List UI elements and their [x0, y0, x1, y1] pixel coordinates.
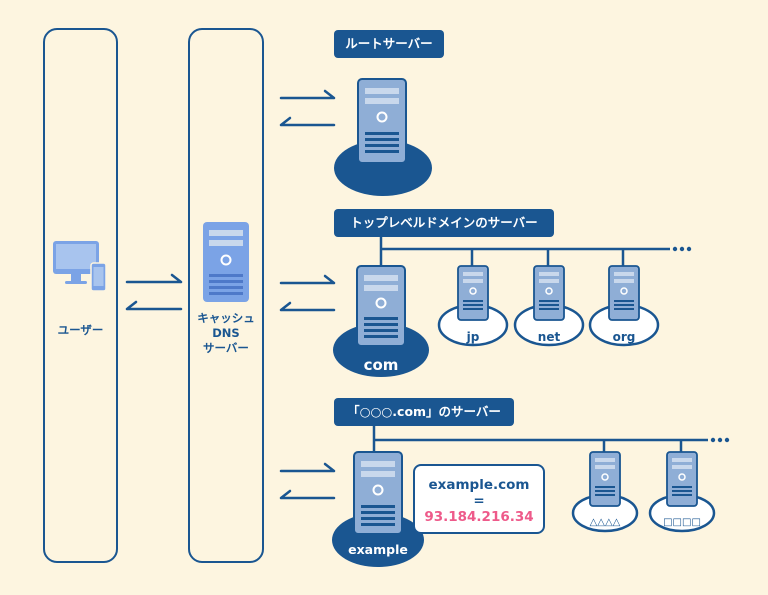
- arrow-response-tld: [279, 301, 336, 312]
- answer-domain: example.com: [428, 477, 530, 493]
- auth-more-dot-3: [724, 437, 730, 443]
- answer-callout: example.com = 93.184.216.34: [413, 464, 545, 534]
- user-label: ユーザー: [57, 323, 104, 337]
- cache-dns-label-line2: DNS: [212, 326, 240, 340]
- sub2-label: □□□□: [663, 517, 701, 528]
- net-label: net: [538, 330, 561, 344]
- net-server-icon: [533, 265, 565, 321]
- jp-label: jp: [466, 330, 480, 344]
- tld-more-dot-2: [679, 246, 685, 252]
- tld-server-label: トップレベルドメインのサーバー: [334, 209, 554, 237]
- arrow-query-tld: [279, 274, 336, 285]
- arrow-query-auth: [279, 462, 336, 473]
- tld-more-dot-3: [686, 246, 692, 252]
- arrow-response-root: [279, 116, 336, 127]
- cache-server-icon: [203, 222, 249, 302]
- user-column: [43, 28, 118, 563]
- example-server-icon: [353, 451, 403, 535]
- com-server-icon: [356, 265, 406, 347]
- arrow-cache-to-user: [125, 300, 183, 311]
- com-label: com: [364, 356, 399, 374]
- cache-dns-label-line3: サーバー: [203, 341, 249, 355]
- answer-equals: =: [473, 493, 485, 509]
- auth-server-label: 「○○○.com」のサーバー: [334, 398, 514, 426]
- auth-more-dot-2: [717, 437, 723, 443]
- arrow-query-root: [279, 89, 336, 100]
- example-label: example: [348, 542, 408, 557]
- sub1-server-icon: [589, 451, 621, 507]
- root-server-icon: [357, 78, 407, 164]
- org-label: org: [613, 330, 636, 344]
- sub2-server-icon: [666, 451, 698, 507]
- jp-server-icon: [457, 265, 489, 321]
- answer-ip: 93.184.216.34: [424, 509, 534, 525]
- tld-more-dot-1: [672, 246, 678, 252]
- org-server-icon: [608, 265, 640, 321]
- sub1-label: △△△△: [590, 517, 621, 528]
- user-devices-icon: [53, 241, 107, 292]
- auth-more-dot-1: [710, 437, 716, 443]
- cache-dns-label: キャッシュ DNS サーバー: [188, 311, 264, 356]
- root-server-label: ルートサーバー: [334, 30, 444, 58]
- cache-dns-label-line1: キャッシュ: [197, 311, 255, 325]
- arrow-response-auth: [279, 489, 336, 500]
- arrow-user-to-cache: [125, 273, 183, 284]
